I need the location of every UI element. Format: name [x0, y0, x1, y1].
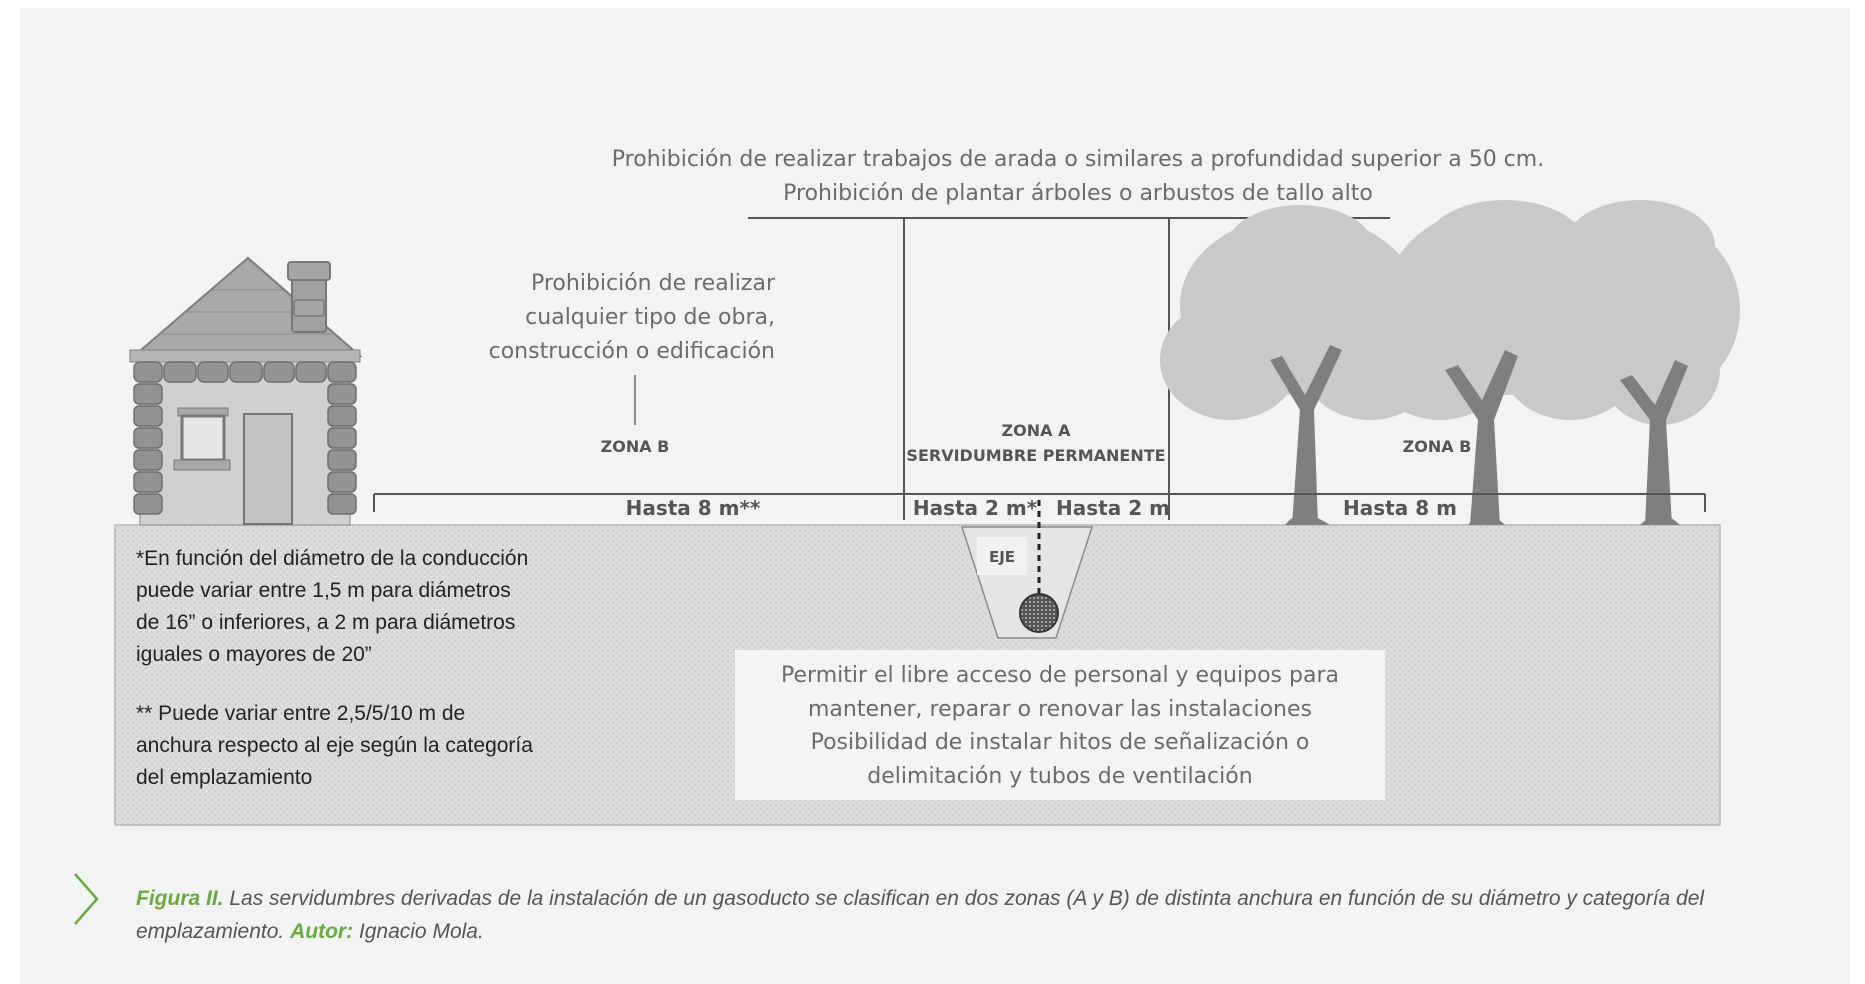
- width-a-left-2m: Hasta 2 m*: [913, 496, 1038, 520]
- note-line-6: anchura respecto al eje según la categor…: [136, 734, 533, 757]
- note-line-2: puede variar entre 1,5 m para diámetros: [136, 579, 511, 602]
- note-line-3: de 16” o inferiores, a 2 m para diámetro…: [136, 611, 515, 634]
- zona-b-left-label: ZONA B: [601, 437, 670, 456]
- footnotes: *En función del diámetro de la conducció…: [136, 547, 533, 789]
- access-line-3: Posibilidad de instalar hitos de señaliz…: [811, 730, 1310, 755]
- gas-pipeline-easement-diagram: Prohibición de realizar trabajos de arad…: [114, 147, 1740, 826]
- note-line-1: *En función del diámetro de la conducció…: [136, 547, 528, 570]
- note-line-5: ** Puede variar entre 2,5/5/10 m de: [136, 702, 465, 725]
- access-line-2: mantener, reparar o renovar las instalac…: [808, 697, 1312, 722]
- figure-caption: Figura II. Las servidumbres derivadas de…: [136, 882, 1816, 948]
- gas-pipe: [1019, 593, 1059, 633]
- left-text-line-3: construcción o edificación: [489, 339, 775, 364]
- eje-label: EJE: [989, 548, 1015, 566]
- left-text-line-2: cualquier tipo de obra,: [525, 305, 775, 330]
- caption-text: Las servidumbres derivadas de la instala…: [136, 887, 1705, 943]
- top-text-line-1: Prohibición de realizar trabajos de arad…: [612, 147, 1544, 172]
- note-line-4: iguales o mayores de 20”: [136, 643, 372, 666]
- caption-author-label: Autor:: [290, 920, 354, 943]
- zona-b-right-label: ZONA B: [1403, 437, 1472, 456]
- house-illustration: [129, 256, 363, 526]
- top-text-line-2: Prohibición de plantar árboles o arbusto…: [783, 181, 1373, 206]
- chevron-right-icon: [74, 873, 99, 925]
- figure-panel: Prohibición de realizar trabajos de arad…: [20, 8, 1850, 984]
- left-text-line-1: Prohibición de realizar: [531, 271, 776, 296]
- zona-a-label: ZONA A: [1002, 421, 1072, 440]
- width-a-right-2m: Hasta 2 m: [1056, 496, 1170, 520]
- width-left-8m: Hasta 8 m**: [626, 496, 761, 520]
- dimension-lines: [373, 493, 1706, 512]
- access-line-4: delimitación y tubos de ventilación: [867, 764, 1252, 789]
- caption-label: Figura II.: [136, 887, 224, 910]
- eje-label-box: [977, 537, 1027, 575]
- access-box: [735, 650, 1385, 800]
- caption-author: Ignacio Mola.: [353, 920, 484, 943]
- access-line-1: Permitir el libre acceso de personal y e…: [781, 663, 1339, 688]
- zona-a-sublabel: SERVIDUMBRE PERMANENTE: [906, 446, 1165, 465]
- trees-illustration: [1160, 200, 1740, 525]
- note-line-7: del emplazamiento: [136, 766, 312, 789]
- width-right-8m: Hasta 8 m: [1343, 496, 1457, 520]
